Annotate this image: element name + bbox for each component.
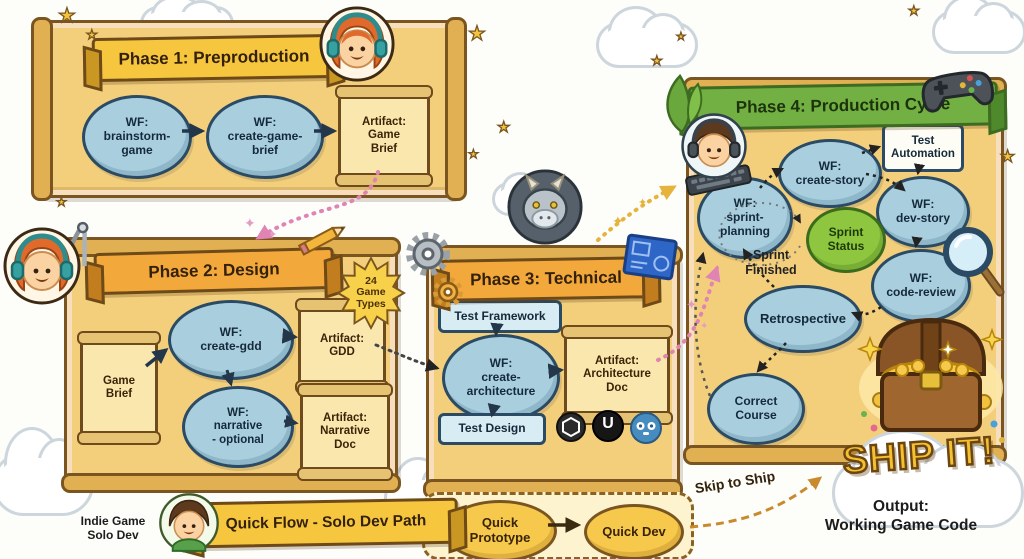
star-icon: [1000, 148, 1015, 165]
sparkle-icon: [612, 214, 624, 228]
sparkle-icon: [268, 230, 277, 241]
game-brief-input: Game Brief: [77, 331, 161, 445]
sparkle-icon: [638, 198, 647, 209]
quick-flow-title: Quick Flow - Solo Dev Path: [225, 512, 427, 533]
treasure-chest-icon: [852, 300, 1010, 455]
phase1-title: Phase 1: Preproduction: [118, 46, 310, 69]
star-icon: [58, 6, 76, 26]
phase2-avatar: [2, 226, 82, 306]
retrospective-node: Retrospective: [744, 285, 862, 353]
sprint-finished-label: Sprint Finished: [745, 248, 797, 277]
wf-create-architecture-node: WF: create- architecture: [442, 334, 560, 422]
game-controller-icon: [917, 65, 999, 124]
badge-label: 24 Game Types: [356, 274, 386, 310]
dragon-avatar: [506, 168, 584, 246]
unreal-icon: U: [592, 410, 624, 447]
gear-icon: [430, 274, 466, 315]
test-design-tag: Test Design: [438, 413, 546, 445]
star-icon: [468, 24, 486, 44]
phase2-title: Phase 2: Design: [148, 259, 280, 282]
sparkle-icon: [244, 216, 256, 230]
unity-icon: [556, 412, 586, 447]
output-label: Output: Working Game Code: [824, 498, 978, 534]
phase3-title: Phase 3: Technical: [469, 267, 623, 290]
magnifier-icon: [938, 222, 1010, 307]
star-icon: [497, 120, 510, 135]
quick-dev-node: Quick Dev: [584, 504, 684, 559]
star-icon: [676, 32, 686, 43]
scroll-edge: [31, 17, 53, 201]
cloud-icon: [832, 430, 1024, 528]
quick-flow-banner: Quick Flow - Solo Dev Path: [193, 497, 459, 549]
wf-brainstorm-game-node: WF: brainstorm- game: [82, 95, 192, 179]
artifact-game-brief: Artifact: Game Brief: [335, 85, 433, 187]
wf-create-story-node: WF: create-story: [778, 139, 882, 208]
artifact-architecture-doc: Artifact: Architecture Doc: [561, 325, 673, 425]
phase1-avatar: [318, 5, 396, 83]
star-icon: [468, 148, 479, 160]
blueprint-icon: [622, 232, 678, 289]
wf-narrative-node: WF: narrative - optional: [182, 386, 294, 468]
phase4-title: Phase 4: Production Cycle: [735, 94, 951, 117]
sparkle-icon: [686, 298, 697, 311]
test-automation-tag: Test Automation: [882, 124, 964, 172]
phase4-avatar: [680, 112, 748, 180]
cloud-icon: [596, 5, 698, 68]
phase3-banner: Phase 3: Technical: [439, 256, 653, 302]
gear-icon: [402, 228, 454, 285]
scroll-edge: [445, 17, 467, 201]
cloud-icon: [932, 0, 1024, 54]
wf-create-game-brief-node: WF: create-game- brief: [206, 95, 324, 179]
godot-icon: [630, 412, 662, 449]
game-types-badge: 24 Game Types: [336, 256, 406, 330]
star-icon: [908, 4, 920, 17]
leaf-icon: [660, 74, 704, 139]
sprint-status-node: Sprint Status: [806, 207, 886, 273]
unreal-letter: U: [602, 415, 614, 432]
star-icon: [651, 54, 663, 67]
skip-to-ship-label: Skip to Ship: [693, 467, 777, 497]
solo-dev-avatar: [158, 492, 220, 554]
phase1-banner: Phase 1: Preproduction: [91, 33, 337, 83]
star-icon: [56, 196, 67, 208]
sparkle-icon: [700, 322, 708, 332]
correct-course-node: Correct Course: [707, 373, 805, 445]
solo-dev-label: Indie Game Solo Dev: [80, 514, 146, 543]
artifact-narrative-doc: Artifact: Narrative Doc: [297, 383, 393, 481]
wf-create-gdd-node: WF: create-gdd: [168, 300, 294, 380]
